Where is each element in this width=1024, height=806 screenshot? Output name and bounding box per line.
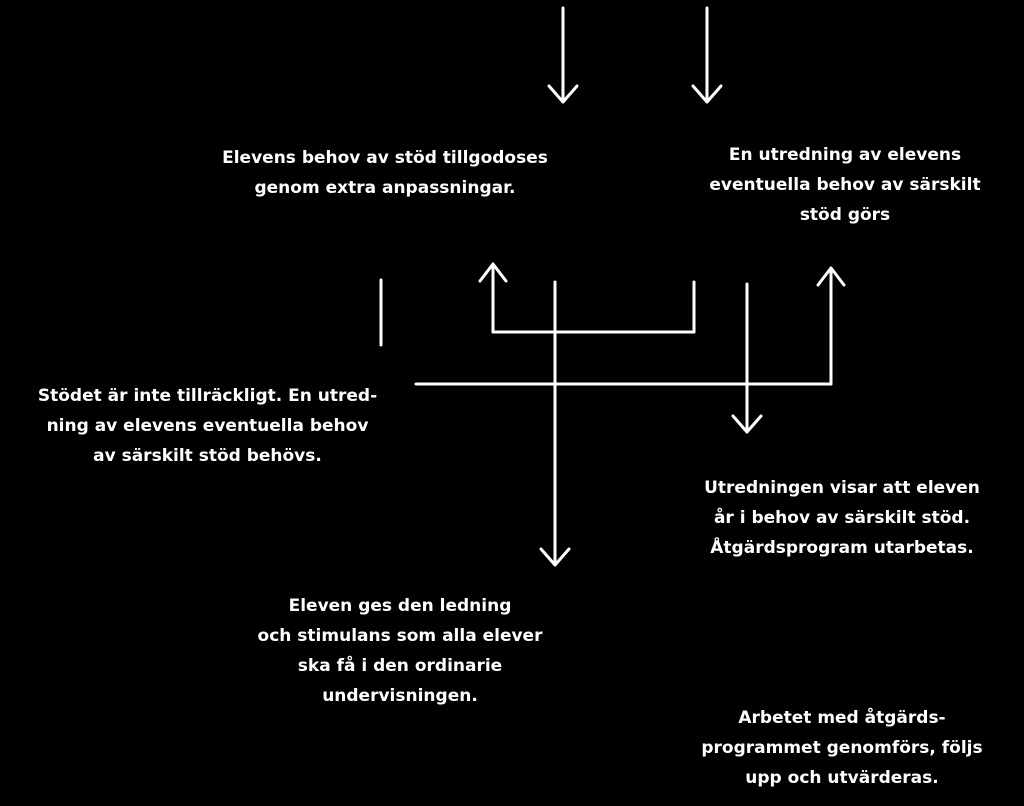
node-ordinary-teaching: Eleven ges den ledning och stimulans som…: [257, 596, 543, 706]
arrow-down-to-extra-adjustments: [547, 6, 579, 104]
arrow-down-to-investigation: [691, 6, 723, 104]
connector-to-investigation: [414, 266, 846, 386]
loop-back-to-extra-adjustments: [478, 262, 696, 334]
node-action-program: Arbetet med åtgärds- programmet genomför…: [701, 708, 983, 788]
node-extra-adjustments: Elevens behov av stöd tillgodoses genom …: [222, 148, 548, 198]
arrow-down-to-investigation-result: [731, 282, 763, 434]
node-investigation: En utredning av elevens eventuella behov…: [709, 145, 981, 225]
node-support-insufficient: Stödet är inte tillräckligt. En utred- n…: [37, 386, 378, 466]
arrow-down-to-ordinary-teaching: [539, 280, 571, 567]
node-investigation-result: Utredningen visar att eleven år i behov …: [704, 478, 980, 558]
